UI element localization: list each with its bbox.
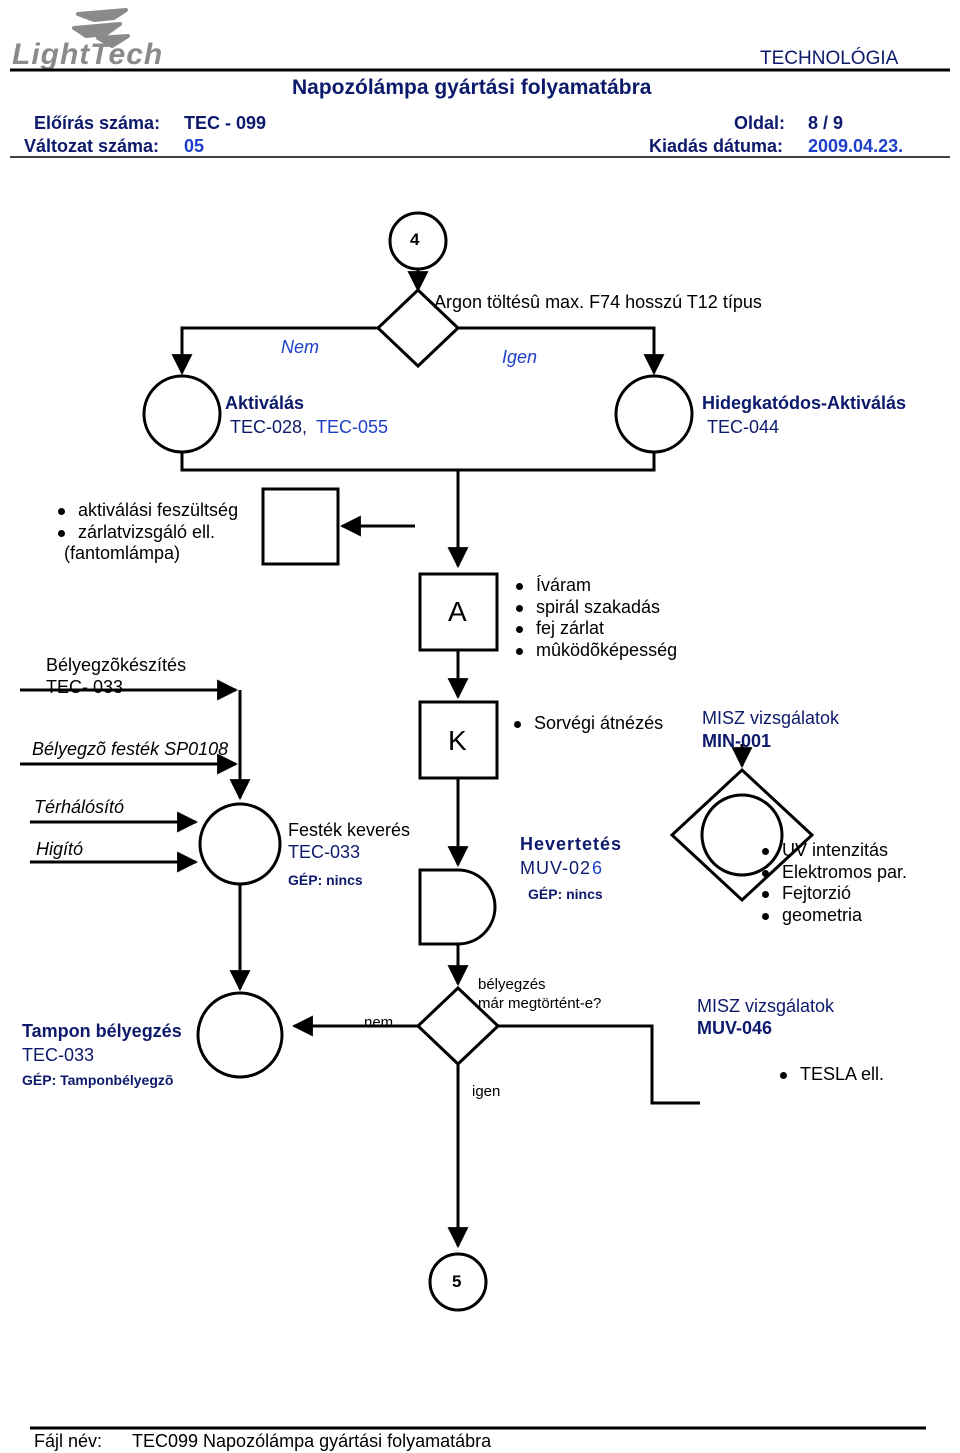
pad-ref: TEC-033 bbox=[22, 1045, 95, 1065]
pad-title: Tampon bélyegzés bbox=[22, 1021, 182, 1041]
stamp-make-title: Bélyegzõkészítés bbox=[46, 655, 187, 675]
side-station-box bbox=[261, 487, 340, 566]
page-label: Oldal: bbox=[734, 113, 786, 133]
uv-bullet: UV intenzitás bbox=[758, 840, 907, 862]
decision-yes-arrow bbox=[458, 326, 665, 376]
uv-bullet: Elektromos par. bbox=[758, 862, 907, 884]
cold-activation-process bbox=[614, 374, 694, 454]
misz1-ref: MIN-001 bbox=[702, 731, 772, 751]
pad-machine: GÉP: Tamponbélyegzõ bbox=[22, 1072, 174, 1088]
spec-value: TEC - 099 bbox=[184, 113, 267, 133]
final-check-bullet: Sorvégi átnézés bbox=[510, 713, 663, 735]
ink-mix-machine: GÉP: nincs bbox=[288, 872, 363, 888]
thinner-label: Higító bbox=[36, 839, 84, 859]
version-label: Változat száma: bbox=[24, 136, 160, 156]
page-title: Napozólámpa gyártási folyamatábra bbox=[292, 76, 652, 99]
activation-title: Aktiválás bbox=[225, 393, 305, 413]
decision2-no-label: nem bbox=[364, 1014, 394, 1031]
cold-activation-ref: TEC-044 bbox=[707, 417, 780, 437]
rest-ref-a: MUV-02 bbox=[520, 858, 592, 878]
stamp-ink-label: Bélyegzõ festék SP0108 bbox=[32, 739, 229, 759]
cold-join bbox=[458, 452, 656, 472]
version-value: 05 bbox=[184, 136, 205, 156]
activation-bullet: zárlatvizsgáló ell. bbox=[54, 522, 238, 544]
connector-5-label: 5 bbox=[452, 1272, 462, 1291]
decision2-right-line bbox=[498, 1024, 700, 1105]
footer-file-label: Fájl név: bbox=[34, 1431, 103, 1451]
box-k-label: K bbox=[448, 725, 467, 756]
inspection-box-k bbox=[418, 700, 499, 780]
decision-no-arrow bbox=[171, 326, 378, 376]
uv-inspection-diamond bbox=[669, 767, 815, 903]
cold-activation-title: Hidegkatódos-Aktiválás bbox=[702, 393, 907, 413]
check-bullet: Íváram bbox=[512, 575, 677, 597]
uv-inspection-circle bbox=[700, 793, 784, 877]
decision1-yes-label: Igen bbox=[502, 347, 538, 367]
ink-mix-title: Festék keverés bbox=[288, 820, 411, 840]
page-value: 8 / 9 bbox=[808, 113, 844, 133]
rest-title: Hevertetés bbox=[520, 834, 623, 854]
decision2-question-b: már megtörtént-e? bbox=[478, 995, 602, 1012]
ink-mix-ref: TEC-033 bbox=[288, 842, 361, 862]
activation-ref-a: TEC-028, bbox=[230, 417, 308, 437]
lighttech-logo bbox=[72, 8, 130, 48]
logo-text: LightTech bbox=[12, 38, 164, 71]
decision1-question: Argon töltésû max. F74 hosszú T12 típus bbox=[434, 292, 762, 312]
decision1-no-label: Nem bbox=[281, 337, 320, 357]
uv-bullet: geometria bbox=[758, 905, 907, 927]
ink-mix-process bbox=[198, 802, 282, 886]
tesla-bullet: TESLA ell. bbox=[776, 1064, 884, 1086]
date-label: Kiadás dátuma: bbox=[649, 136, 784, 156]
misz2-ref: MUV-046 bbox=[697, 1018, 773, 1038]
rest-machine: GÉP: nincs bbox=[528, 886, 603, 902]
check-bullet-list: Íváram spirál szakadás fej zárlat mûködõ… bbox=[512, 575, 677, 661]
tesla-list: TESLA ell. bbox=[776, 1064, 884, 1086]
activation-process bbox=[142, 374, 222, 454]
uv-bullet-list: UV intenzitás Elektromos par. Fejtorzió … bbox=[758, 840, 907, 926]
stamp-make-ref: TEC- 033 bbox=[46, 677, 124, 697]
connector-5 bbox=[428, 1252, 488, 1312]
check-bullet: fej zárlat bbox=[512, 618, 677, 640]
check-bullet: mûködõképesség bbox=[512, 640, 677, 662]
category-label: TECHNOLÓGIA bbox=[760, 48, 899, 69]
check-bullet: spirál szakadás bbox=[512, 597, 677, 619]
activation-note: (fantomlámpa) bbox=[64, 543, 181, 563]
rest-ref-b: 6 bbox=[592, 858, 603, 878]
date-value: 2009.04.23. bbox=[808, 136, 904, 156]
pad-stamp-process bbox=[196, 991, 284, 1079]
misz2-title: MISZ vizsgálatok bbox=[697, 996, 835, 1016]
activation-join bbox=[180, 452, 458, 472]
activation-ref-b: TEC-055 bbox=[316, 417, 389, 437]
decision2-question-a: bélyegzés bbox=[478, 976, 546, 993]
misz1-title: MISZ vizsgálatok bbox=[702, 708, 840, 728]
spec-label: Előírás száma: bbox=[34, 113, 161, 133]
activation-bullet-list: aktiválási feszültség zárlatvizsgáló ell… bbox=[54, 500, 238, 543]
activation-bullet: aktiválási feszültség bbox=[54, 500, 238, 522]
footer-file-value: TEC099 Napozólámpa gyártási folyamatábra bbox=[132, 1431, 492, 1451]
uv-bullet: Fejtorzió bbox=[758, 883, 907, 905]
decision-argon bbox=[375, 287, 461, 369]
rest-delay-shape bbox=[418, 868, 497, 946]
final-check-list: Sorvégi átnézés bbox=[510, 713, 663, 735]
hardener-label: Térhálósító bbox=[34, 797, 125, 817]
connector-4-label: 4 bbox=[410, 230, 420, 249]
box-a-label: A bbox=[448, 596, 467, 627]
decision2-yes-label: igen bbox=[472, 1083, 501, 1100]
